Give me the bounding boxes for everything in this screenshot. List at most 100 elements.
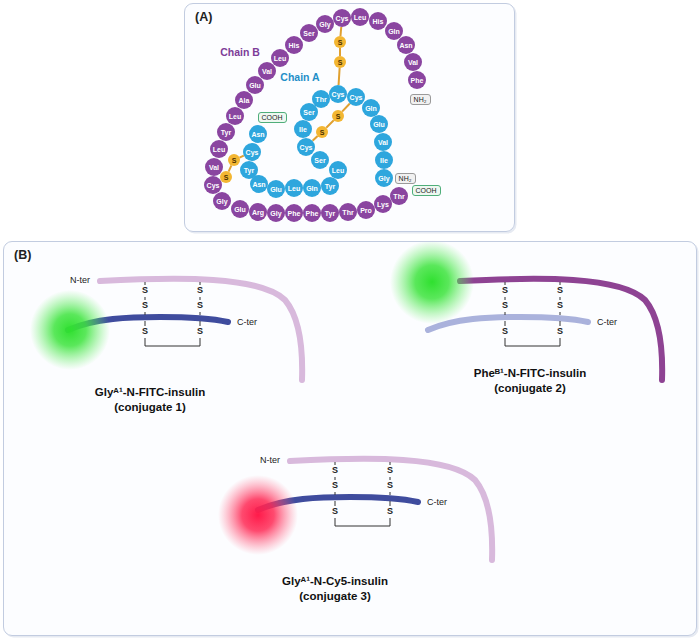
conjugate-name: Pheᴮ¹-N-FITC-insulin [474, 367, 587, 380]
terminus-label: N-ter [70, 276, 90, 286]
residue-name: Ser [303, 30, 314, 37]
disulfide-ticks [335, 462, 390, 526]
sulfur-label: S [502, 286, 508, 296]
residue-name: Asn [399, 42, 412, 49]
sulfur-label: S [197, 301, 203, 311]
terminus-label: C-ter [427, 498, 447, 508]
sulfur-label: S [557, 286, 563, 296]
residue-name: Gln [306, 185, 318, 192]
amino-acid-bead: Phe [285, 204, 303, 222]
residue-name: Leu [213, 146, 225, 153]
b-chain-strand [290, 459, 492, 560]
fitc-glow [30, 290, 110, 370]
sulfur-label: S [332, 466, 338, 476]
disulfide-bond [229, 165, 232, 171]
residue-name: Gly [319, 21, 330, 28]
residue-name: Gly [216, 198, 227, 205]
sulfur-label: S [332, 481, 338, 491]
residue-name: Leu [354, 14, 366, 21]
amino-acid-bead: Ile [375, 151, 393, 169]
residue-name: Gly [378, 175, 389, 182]
amino-acid-bead: Gly [316, 15, 334, 33]
amino-acid-bead: Val [404, 53, 422, 71]
residue-name: Glu [373, 121, 385, 128]
amino-acid-bead: Gly [213, 192, 231, 210]
sulfur-label: S [197, 286, 203, 296]
residue-name: Pro [360, 207, 372, 214]
cy5-glow [218, 475, 298, 555]
sulfur-atom: S [332, 110, 344, 122]
sulfur-atom: S [334, 36, 346, 48]
residue-name: His [289, 42, 300, 49]
amino-acid-bead: Gly [375, 169, 393, 187]
residue-name: Phe [288, 210, 301, 217]
chain-label: Chain B [220, 47, 260, 59]
terminus-group: NH₂ [414, 96, 427, 103]
panel-frame: (A)PheValAsnGlnHisLeuCysGlySerHisLeuValG… [184, 3, 515, 232]
sulfur-symbol: S [320, 129, 325, 136]
amino-acid-bead: Thr [339, 203, 357, 221]
sulfur-label: S [387, 507, 393, 517]
residue-name: Glu [249, 82, 261, 89]
residue-name: Tyr [325, 210, 335, 217]
residue-name: His [373, 18, 384, 25]
residue-name: Tyr [244, 167, 254, 174]
amino-acid-bead: Phe [303, 204, 321, 222]
residue-name: Gly [270, 210, 281, 217]
carboxyl-terminus-tag: COOH [412, 185, 441, 196]
amino-acid-bead: Gln [385, 22, 403, 40]
sulfur-label: S [197, 327, 203, 337]
terminus-group: NH₂ [399, 175, 412, 182]
amino-acid-bead: Glu [370, 115, 388, 133]
panel-ground [184, 3, 515, 232]
terminus-label: C-ter [597, 318, 617, 328]
sulfur-atom: S [220, 171, 232, 183]
amino-acid-bead: Ser [300, 24, 318, 42]
sulfur-label: S [142, 286, 148, 296]
b-chain-strand [100, 279, 302, 380]
residue-name: Leu [332, 167, 344, 174]
amino-acid-bead: His [369, 12, 387, 30]
amino-acid-bead: Cys [243, 143, 261, 161]
conjugate-name: (conjugate 2) [494, 382, 566, 395]
amino-acid-bead: Leu [285, 179, 303, 197]
residue-name: Ile [299, 126, 307, 133]
terminus-label: C-ter [237, 318, 257, 328]
amino-terminus-tag: NH₂ [410, 94, 431, 105]
amino-acid-bead: Glu [267, 180, 285, 198]
residue-name: Arg [252, 209, 264, 216]
sulfur-atom: S [334, 56, 346, 68]
residue-name: Ser [303, 109, 314, 116]
amino-acid-bead: Gln [362, 99, 380, 117]
terminus-group: COOH [416, 187, 437, 194]
residue-name: Ala [239, 97, 250, 104]
amino-acid-bead: Leu [351, 8, 369, 26]
disulfide-bond [339, 27, 342, 36]
residue-name: Gln [388, 28, 400, 35]
sulfur-symbol: S [338, 59, 343, 66]
amino-acid-bead: Cys [347, 88, 365, 106]
terminus-group: COOH [262, 114, 283, 121]
residue-name: Val [378, 139, 388, 146]
residue-name: Tyr [325, 183, 335, 190]
residue-name: Phe [411, 77, 424, 84]
amino-acid-bead: Phe [408, 71, 426, 89]
residue-name: Glu [270, 186, 282, 193]
sulfur-label: S [142, 327, 148, 337]
amino-acid-bead: Ile [294, 120, 312, 138]
sulfur-symbol: S [336, 113, 341, 120]
amino-acid-bead: Leu [210, 140, 228, 158]
residue-name: Phe [306, 210, 319, 217]
amino-acid-bead: Arg [249, 203, 267, 221]
residue-name: Val [209, 164, 219, 171]
residue-name: Thr [315, 96, 326, 103]
residue-name: Cys [336, 15, 349, 22]
residue-name: Cys [350, 94, 363, 101]
residue-name: Tyr [221, 129, 231, 136]
carboxyl-terminus-tag: COOH [258, 112, 287, 123]
residue-name: Cys [300, 144, 313, 151]
terminus-label: N-ter [260, 456, 280, 466]
residue-name: Cys [207, 182, 220, 189]
conjugate-name: Glyᴬ¹-N-FITC-insulin [95, 386, 205, 399]
